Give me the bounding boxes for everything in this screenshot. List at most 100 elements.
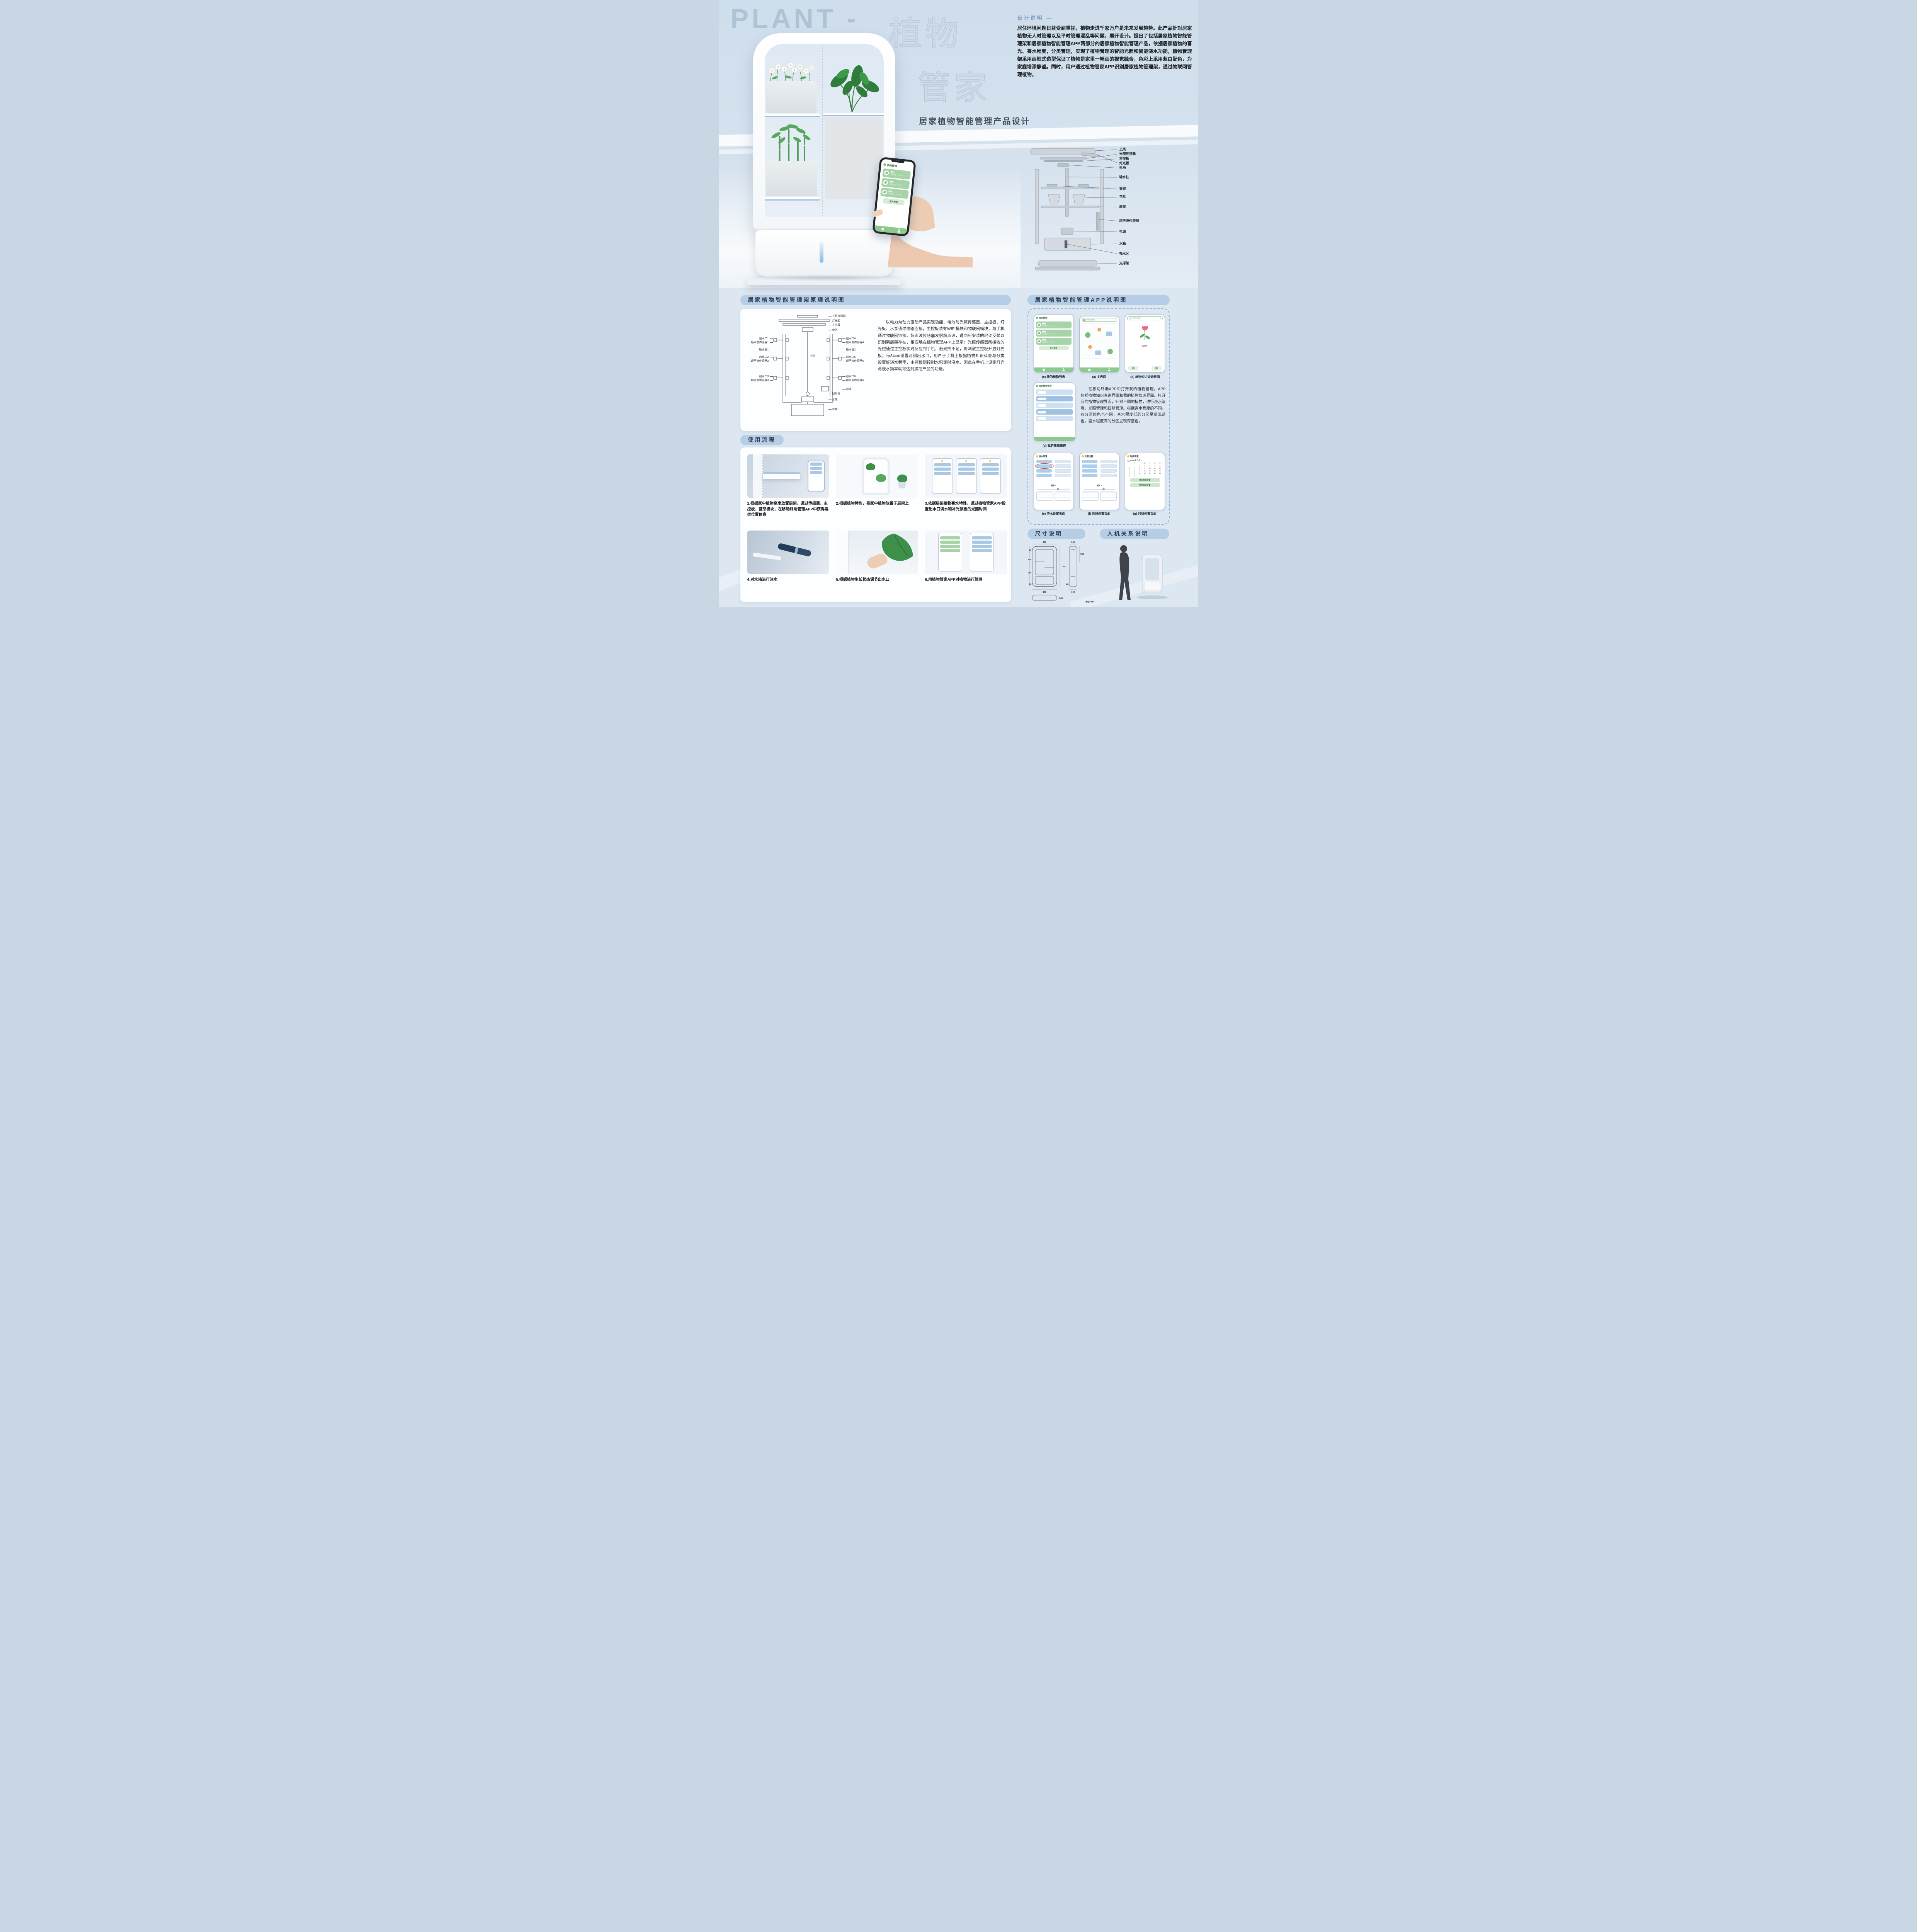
- label-bracket: 支架: [1119, 187, 1126, 190]
- dim-side-bottom: 360: [1071, 591, 1075, 594]
- principle-body: 以电力为动力驱动产品实现功能，电池与光照传感器、主控板、灯光板、水泵通过电路连接…: [878, 320, 1005, 372]
- dot-icon: [941, 460, 943, 462]
- plant-icon: [1036, 385, 1038, 387]
- zone-row: [1036, 409, 1073, 415]
- screen-caption: (e) 浇水设置页面: [1042, 512, 1065, 515]
- screen-title: 浇水设置: [1039, 456, 1048, 458]
- mini-rack: [861, 457, 890, 495]
- phone-overlay: [807, 461, 825, 492]
- illustration-blob: [1088, 345, 1092, 349]
- exploded-view: 上壳 光照传感器 主控板 灯光板 电池 输水柱 支架 花盆 层架 超声波传感器 …: [1024, 146, 1179, 276]
- enter-manage-button: 进入管理: [882, 198, 905, 206]
- smartphone: 我的植物 植物浇水频率：一周一次 植物浇水频率：一周一次 植物浇水频率：一周一次…: [872, 156, 916, 237]
- screen-title: 光照设置: [1084, 456, 1093, 458]
- blank-planter-panel: [825, 117, 883, 199]
- diagram-label: 输水管2: [842, 348, 856, 352]
- ui-bar: [940, 541, 960, 544]
- plant-icon: [1036, 317, 1038, 319]
- setting-pill: [1100, 460, 1117, 463]
- shelf-bar: [764, 197, 820, 201]
- ui-bar: [934, 472, 951, 475]
- shelf-bracket: [762, 472, 800, 479]
- screen-header: 我的植物管理: [1034, 383, 1075, 388]
- ui-bar: [981, 463, 999, 466]
- highlight-oval: [1035, 463, 1054, 469]
- dim-front-bottom: 840: [1043, 591, 1046, 594]
- app-section-header: 居家植物智能管理APP说明图: [1027, 295, 1170, 305]
- home-icon: [881, 228, 884, 231]
- plant-avatar-icon: [883, 180, 888, 185]
- diagram-label: 出水口1: [746, 337, 773, 340]
- plant-name: 植物: [1042, 331, 1046, 333]
- search-bar: 查询您的植物 +: [1127, 316, 1163, 320]
- schematic-drawing: [773, 315, 842, 416]
- diagram-label: 灯光板: [828, 319, 840, 323]
- screen-header: 光照设置: [1080, 453, 1119, 459]
- step-image-shelf-install: [747, 454, 829, 498]
- poster-title-cn-2: 管家: [917, 69, 990, 107]
- ui-bar: [981, 468, 999, 471]
- plant-watering-frequency: 浇水频率：一周一次: [1042, 325, 1055, 327]
- ui-bar: [934, 468, 951, 471]
- plant-avatar-icon: [1037, 323, 1041, 327]
- plant-list-item: 植物浇水频率：一周一次: [881, 178, 910, 189]
- illustration-panel: [1081, 323, 1117, 340]
- setting-pill: [1100, 464, 1117, 468]
- label-ultrasonic-sensor: 超声波传感器: [1119, 219, 1139, 223]
- dim-left-mid: 150: [1027, 559, 1031, 561]
- dim-side-left: 40: [1066, 583, 1068, 586]
- dim-left-low: 250: [1027, 572, 1031, 574]
- zone-row: [1036, 389, 1073, 395]
- poster-title-cn-1: 植物: [889, 15, 962, 53]
- settings-grid: [1035, 460, 1071, 480]
- app-bottom-nav: [874, 225, 907, 235]
- label-flower-pot: 花盆: [1119, 195, 1126, 199]
- ui-bar: [971, 545, 992, 548]
- diagram-label: 超声波传感器4: [842, 340, 864, 344]
- search-placeholder: 查询您的植物: [1131, 317, 1141, 319]
- setting-pill: [1055, 460, 1071, 463]
- dot-icon: [1127, 455, 1129, 457]
- dim-side-top: 240: [1071, 541, 1075, 544]
- design-note-body: 居住环境问题日益受到重视，植物走进千家万户是未来发展趋势。此产品针对居家植物无人…: [1017, 26, 1192, 77]
- diagram-label: 超声波传感器1: [746, 340, 773, 344]
- ui-bar: [940, 545, 960, 548]
- principle-panel: 光照传感器 灯光板 主控板 电池 出水口1 超声波传感器1 输水管1 出水口2 …: [740, 309, 1011, 431]
- setting-pill: [1036, 469, 1052, 473]
- diagram-label: 水泵: [828, 398, 838, 401]
- diagram-label: 超声波传感器6: [842, 378, 864, 382]
- bottom-nav: [1034, 367, 1073, 372]
- rack-shadow: [742, 274, 908, 281]
- zone-row: [1036, 416, 1073, 421]
- search-icon: [1128, 318, 1130, 319]
- shelf-selector: 层架 3: [1038, 481, 1070, 490]
- search-icon: [1083, 319, 1085, 321]
- diagram-label: 主控板: [828, 323, 840, 327]
- design-note: 设计说明 — 居住环境问题日益受到重视，植物走进千家万户是未来发展趋势。此产品针…: [1017, 14, 1192, 78]
- plant-name: 植物: [1042, 339, 1046, 341]
- dim-unit: 单位: mm: [1085, 600, 1094, 603]
- setting-pill: [1100, 469, 1117, 473]
- zone-row: [1036, 403, 1073, 408]
- plant-list-item: 植物浇水频率：一周一次: [880, 187, 909, 199]
- screen-title: 时间设置: [1130, 456, 1139, 458]
- poster-root: PLANT - 植物 管家 居家植物智能管理产品设计 设计说明 — 居住环境问题…: [719, 0, 1198, 607]
- step-caption: 1.根据家中植物高度放置层架，通过传感器、主控板、蓝牙模块，在移动终端管理APP…: [747, 502, 829, 517]
- app-screen-thumb: [970, 533, 994, 571]
- setting-card: [1054, 492, 1071, 501]
- diagram-label: 超声波传感器5: [842, 359, 864, 363]
- ergonomics-drawing: [1119, 545, 1168, 600]
- diagram-label: 出水口2: [746, 355, 773, 359]
- plant-watering-frequency: 浇水频率：一周一次: [1042, 341, 1055, 343]
- app-title: 我的植物: [886, 164, 897, 168]
- screen-caption: (a) 主界面: [1092, 375, 1106, 379]
- ui-bar: [810, 471, 822, 474]
- plant-blob: [866, 463, 875, 470]
- dot-icon: [1036, 455, 1038, 457]
- plant-list-item: 植物浇水频率：一周一次: [1036, 330, 1072, 337]
- diagram-label: 电路: [810, 355, 815, 357]
- illustration-blob: [1106, 332, 1112, 336]
- label-battery: 电池: [1119, 166, 1126, 170]
- diagram-label: 超声波传感器2: [746, 359, 773, 363]
